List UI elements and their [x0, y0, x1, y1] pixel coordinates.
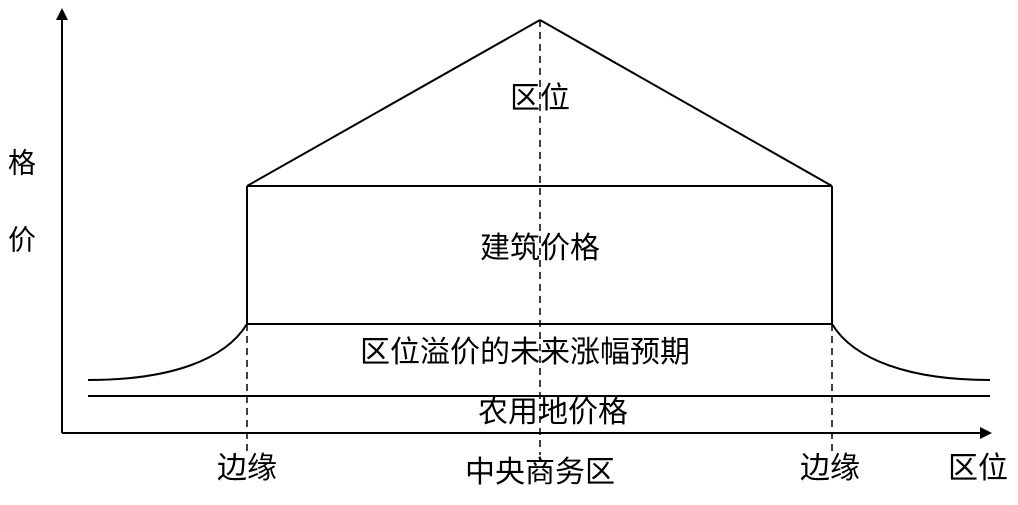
cbd-label: 中央商务区: [465, 455, 615, 490]
building-price-label: 建筑价格: [480, 231, 600, 266]
location-left-slope: [246, 19, 541, 187]
farmland-price-label: 农用地价格: [478, 395, 628, 430]
x-axis-label: 区位: [948, 451, 1008, 486]
expected-appreciation-label: 区位溢价的未来涨幅预期: [360, 335, 690, 370]
y-axis-label-char-2: 格: [8, 147, 36, 180]
right-appreciation-curve: [831, 323, 991, 381]
right-edge-label: 边缘: [800, 451, 860, 486]
location-region-label: 区位: [510, 81, 570, 116]
left-appreciation-curve: [87, 323, 248, 381]
y-axis-label-char-1: 价: [8, 224, 36, 257]
left-edge-label: 边缘: [217, 451, 277, 486]
location-right-slope: [539, 19, 833, 187]
